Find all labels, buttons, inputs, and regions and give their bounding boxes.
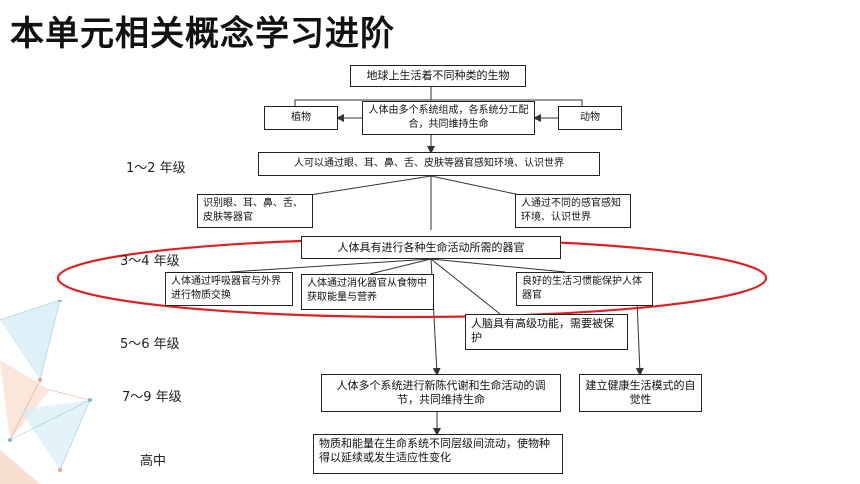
grade-label-5-6: 5～6 年级 <box>120 337 180 352</box>
box-healthy-lifestyle: 建立健康生活模式的自觉性 <box>579 374 702 412</box>
box-good-habits: 良好的生活习惯能保护人体器官 <box>516 272 653 306</box>
box-diverse-organisms: 地球上生活着不同种类的生物 <box>350 65 526 87</box>
box-respiration: 人体通过呼吸器官与外界进行物质交换 <box>165 272 293 306</box>
grade-label-3-4: 3～4 年级 <box>120 254 180 269</box>
box-matter-energy: 物质和能量在生命系统不同层级间流动，使物种得以延续或发生适应性变化 <box>313 434 563 474</box>
box-different-senses: 人通过不同的感官感知环境、认识世界 <box>515 194 631 228</box>
box-identify-organs: 识别眼、耳、鼻、舌、皮肤等器官 <box>197 194 313 228</box>
box-senses-perceive: 人可以通过眼、耳、鼻、舌、皮肤等器官感知环境、认识世界 <box>258 152 600 176</box>
decorative-network-graphic <box>0 300 92 484</box>
box-human-systems: 人体由多个系统组成，各系统分工配合，共同维持生命 <box>362 101 535 135</box>
box-brain-function: 人脑具有高级功能，需要被保护 <box>465 314 628 350</box>
box-animal: 动物 <box>558 106 622 130</box>
grade-label-1-2: 1～2 年级 <box>126 161 186 176</box>
grade-label-7-9: 7～9 年级 <box>122 390 182 405</box>
box-digestion: 人体通过消化器官从食物中获取能量与营养 <box>301 274 434 310</box>
grade-label-high-school: 高中 <box>140 454 167 469</box>
box-metabolism: 人体多个系统进行新陈代谢和生命活动的调节，共同维持生命 <box>321 374 561 412</box>
page-title: 本单元相关概念学习进阶 <box>10 14 395 54</box>
box-plant: 植物 <box>264 106 338 130</box>
box-organs-for-life: 人体具有进行各种生命活动所需的器官 <box>301 236 561 259</box>
